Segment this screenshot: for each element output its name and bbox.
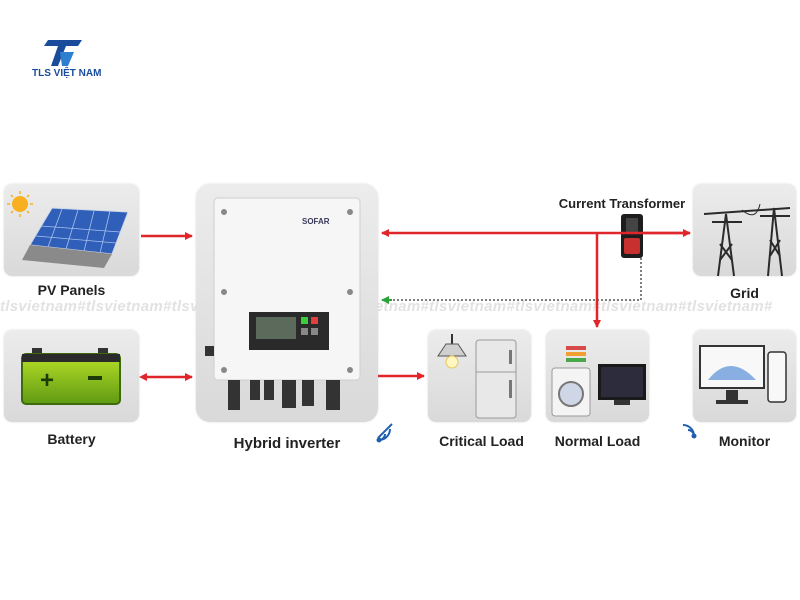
watermark: tlsvietnam#tlsvietnam#tlsvietnam#tlsviet… (0, 298, 773, 315)
data-flow-line (381, 258, 642, 304)
wifi-icon (376, 423, 393, 443)
computer-monitor-icon (699, 345, 787, 404)
current-clamp-icon (621, 214, 643, 258)
pv-panels-label: PV Panels (37, 282, 106, 298)
inverter-brand: SOFAR (302, 217, 330, 226)
normal-load-label: Normal Load (554, 433, 641, 449)
svg-text:+: + (40, 367, 54, 394)
pylon-icon (703, 203, 791, 277)
logo-text: TLS VIỆT NAM (32, 68, 102, 79)
tv-icon (598, 364, 646, 405)
battery-icon: + (21, 348, 121, 405)
hybrid-inverter-label: Hybrid inverter (233, 435, 341, 452)
solar-panel-icon (22, 207, 129, 268)
fridge-icon (475, 339, 517, 419)
washing-machine-icon (551, 346, 591, 417)
current-transformer-label: Current Transformer (558, 196, 686, 211)
grid-card (693, 184, 796, 276)
wifi-icon (682, 424, 697, 439)
critical-load-label: Critical Load (439, 433, 524, 449)
battery-label: Battery (47, 431, 96, 447)
sun-icon (7, 191, 33, 217)
power-flow-arrows (139, 229, 691, 381)
monitor-label: Monitor (718, 433, 771, 449)
inverter-icon (205, 197, 361, 410)
grid-label: Grid (730, 285, 759, 301)
lamp-icon (437, 334, 467, 369)
